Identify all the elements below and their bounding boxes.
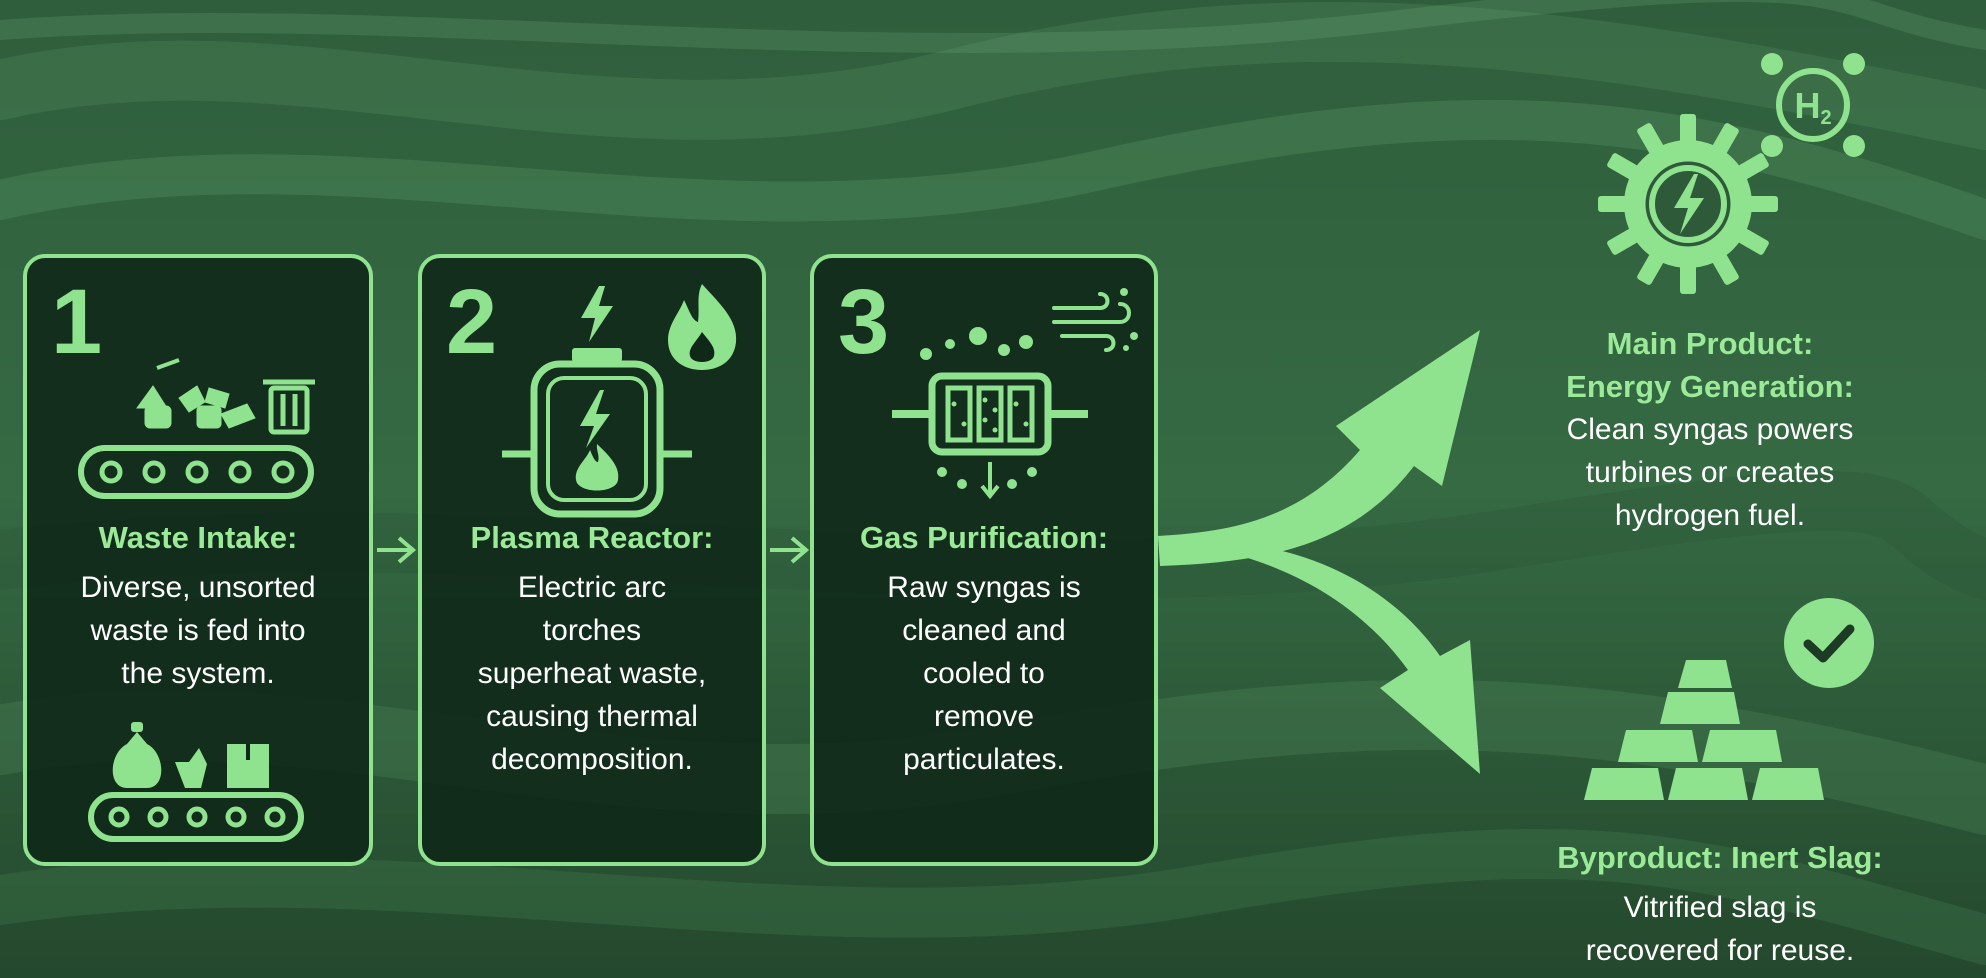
- step-number: 1: [51, 271, 103, 373]
- split-arrow-up: [1158, 330, 1480, 566]
- byproduct-description: Vitrified slag is recovered for reuse.: [1585, 891, 1855, 967]
- step-description: Diverse, unsorted waste is fed into the …: [80, 571, 316, 690]
- conveyor-belt-icon: [78, 445, 314, 499]
- lightning-icon: [581, 286, 613, 342]
- step-arrow-1-2: [377, 536, 417, 564]
- slag-ingots-icon: [1584, 660, 1824, 800]
- flame-icon: [668, 284, 737, 370]
- trash-icon: [263, 379, 315, 435]
- conveyor-belt-bottom-icon: [88, 792, 304, 842]
- step-description: Electric arc torches superheat waste, ca…: [477, 571, 707, 776]
- step-title: Gas Purification:: [859, 520, 1109, 555]
- step-arrow-2-3: [770, 536, 810, 564]
- step-card-gas-purification: 3 Gas Purification: Raw syngas is cleane…: [810, 254, 1158, 866]
- reactor-icon: [502, 348, 692, 518]
- split-arrow: [1158, 330, 1480, 774]
- step-card-plasma-reactor: 2 Plasma Reactor: Electric arc torches s…: [418, 254, 766, 866]
- step-card-waste-intake: 1 Waste Intake: Diverse, unsorted waste …: [23, 254, 373, 866]
- checkmark-icon: [1784, 598, 1874, 688]
- waste-bag-and-box-icon: [112, 722, 269, 788]
- split-arrow-down: [1158, 540, 1480, 774]
- gear-lightning-icon: [1598, 114, 1778, 294]
- hydrogen-molecule-icon: H2: [1761, 53, 1865, 157]
- airflow-icon: [1052, 288, 1138, 352]
- main-product-title: Main Product: Energy Generation:: [1566, 326, 1854, 404]
- h2-label: H2: [1794, 85, 1831, 129]
- step-title: Plasma Reactor:: [470, 520, 714, 555]
- step-number: 3: [838, 271, 890, 373]
- filter-icon: [892, 327, 1088, 500]
- step-number: 2: [446, 271, 498, 373]
- waste-bag-icon: [112, 732, 162, 788]
- step-description: Raw syngas is cleaned and cooled to remo…: [887, 571, 1081, 776]
- waste-pile-icon: [136, 358, 315, 435]
- main-product-description: Clean syngas powers turbines or creates …: [1566, 413, 1854, 532]
- byproduct-title: Byproduct: Inert Slag:: [1557, 840, 1883, 875]
- step-title: Waste Intake:: [98, 520, 298, 555]
